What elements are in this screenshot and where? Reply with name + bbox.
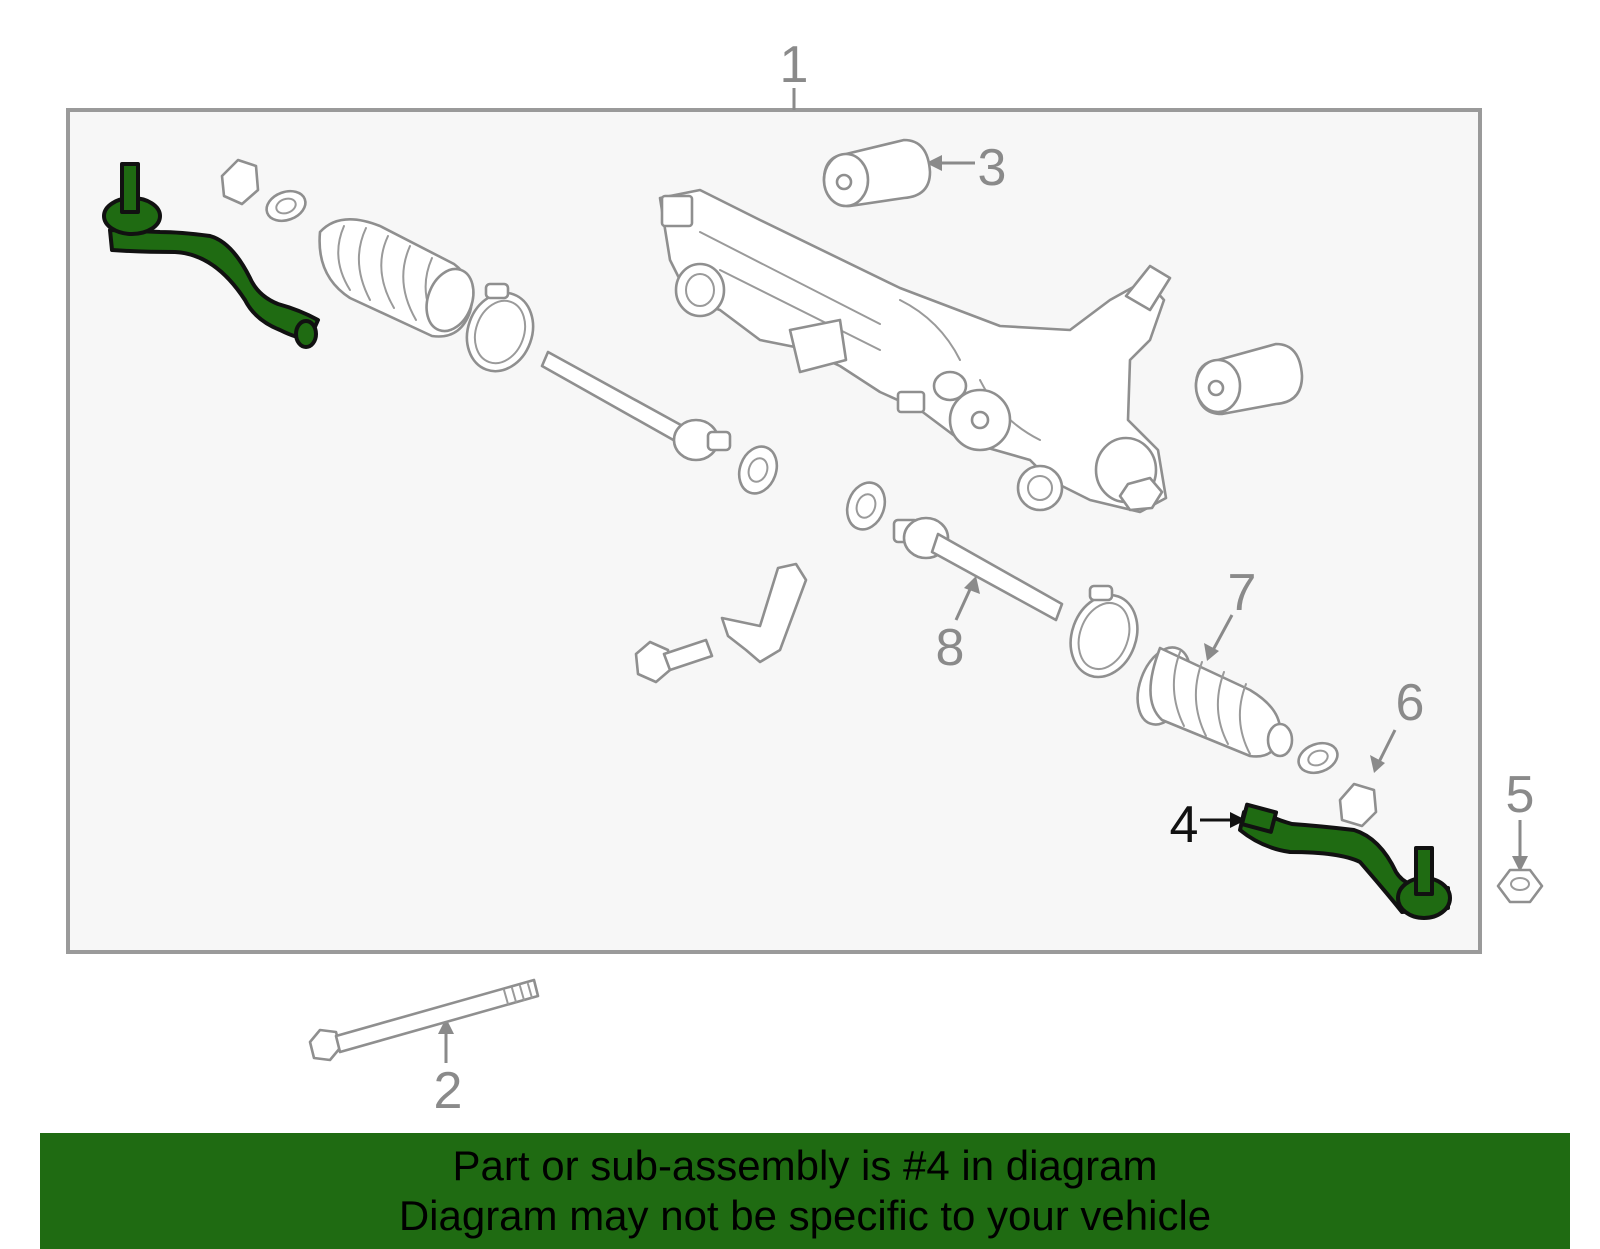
banner-line-2: Diagram may not be specific to your vehi…: [398, 1192, 1212, 1239]
bracket-bolt[interactable]: [634, 638, 714, 684]
callout-3[interactable]: 3: [978, 139, 1007, 197]
callout-1[interactable]: 1: [780, 36, 809, 94]
leader-8: [954, 576, 980, 621]
callout-5[interactable]: 5: [1506, 766, 1535, 824]
mount-bushing-right[interactable]: [1194, 342, 1304, 416]
callout-2[interactable]: 2: [434, 1062, 463, 1120]
washer-left[interactable]: [733, 441, 783, 498]
callout-7[interactable]: 7: [1228, 564, 1257, 622]
clamp-large-right[interactable]: [1060, 584, 1149, 687]
jam-nut-left[interactable]: [220, 158, 260, 206]
leader-4: [1200, 812, 1246, 828]
tie-rod-end-left[interactable]: [102, 162, 320, 349]
rack-boot-left[interactable]: [318, 217, 482, 338]
castle-nut[interactable]: [1496, 868, 1544, 904]
clamp-small-left[interactable]: [262, 186, 309, 226]
mount-bushing-top[interactable]: [822, 138, 932, 208]
callout-4[interactable]: 4: [1170, 796, 1199, 854]
jam-nut-right[interactable]: [1338, 782, 1378, 828]
clamp-small-right[interactable]: [1294, 738, 1341, 778]
callout-8[interactable]: 8: [936, 619, 965, 677]
callout-6[interactable]: 6: [1396, 674, 1425, 732]
inner-tie-rod-left[interactable]: [540, 350, 732, 462]
clamp-large-left[interactable]: [456, 282, 544, 380]
leader-6: [1370, 729, 1397, 773]
inner-tie-rod-right[interactable]: [892, 516, 1064, 622]
leader-7: [1204, 614, 1234, 661]
tie-rod-end-right[interactable]: [1238, 802, 1452, 920]
banner-line-1: Part or sub-assembly is #4 in diagram: [452, 1142, 1158, 1189]
leader-3: [926, 155, 975, 171]
leader-2: [438, 1018, 454, 1063]
mounting-bracket[interactable]: [720, 562, 808, 664]
leader-5: [1512, 820, 1528, 872]
washer-right[interactable]: [841, 477, 891, 534]
long-bolt[interactable]: [308, 978, 540, 1062]
info-banner: Part or sub-assembly is #4 in diagram Di…: [40, 1133, 1570, 1249]
steering-gear-housing[interactable]: [658, 188, 1172, 514]
rack-boot-right[interactable]: [1128, 640, 1294, 758]
